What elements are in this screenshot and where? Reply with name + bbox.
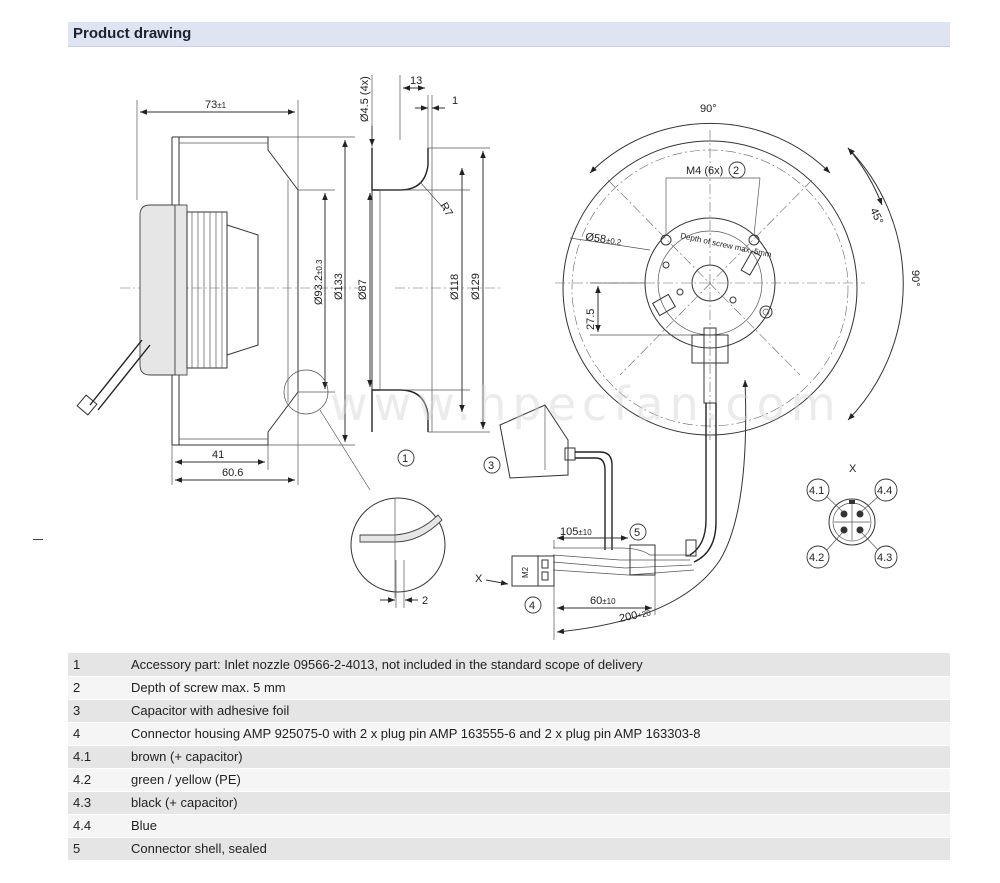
dim-27-5: 27.5 [585, 309, 597, 330]
dim-93-2: Ø93.2±0.3 [313, 259, 325, 305]
dim-118: Ø118 [449, 274, 461, 300]
pin-4-4: 4.4 [877, 485, 892, 497]
dim-133: Ø133 [333, 273, 345, 300]
product-drawing: 73±1 41 60.6 Ø93.2±0.3 Ø133 13 [76, 75, 921, 640]
nozzle-view: 13 1 Ø4.5 (4x) R7 Ø87 Ø118 Ø129 [357, 75, 500, 433]
margin-mark [33, 539, 43, 540]
callout-1: 1 [402, 453, 408, 465]
pin-4-1: 4.1 [809, 485, 824, 497]
detail-view: 2 1 [350, 449, 446, 608]
dim-1: 1 [452, 95, 458, 107]
dim-87: Ø87 [357, 279, 369, 300]
callout-5: 5 [634, 527, 640, 539]
dim-13: 13 [410, 75, 422, 87]
cable-assembly: 3 5 M2 4 X 105±10 60±10 200+20 [475, 379, 749, 640]
dim-60-6: 60.6 [222, 467, 243, 479]
pin-view: X 4.1 4.4 4.2 4.3 [806, 463, 898, 569]
callout-2: 2 [733, 165, 739, 177]
callout-3: 3 [488, 460, 494, 472]
dim-73: 73±1 [205, 99, 227, 111]
dim-41: 41 [212, 449, 224, 461]
dim-129: Ø129 [470, 273, 482, 300]
section-header: Product drawing [68, 22, 950, 47]
side-view: 73±1 41 60.6 Ø93.2±0.3 Ø133 [76, 99, 371, 491]
pin-view-x-label: X [849, 463, 857, 475]
dim-58: Ø58±0.2 [585, 231, 623, 248]
dim-105: 105±10 [560, 526, 592, 538]
dim-2: 2 [422, 595, 428, 607]
dim-200: 200+20 [618, 606, 652, 624]
dim-45: 45° [867, 206, 885, 226]
dim-90-right: 90° [909, 270, 921, 287]
pin-4-2: 4.2 [809, 552, 824, 564]
dim-m4: M4 (6x) [686, 165, 723, 177]
watermark: www.hpecfan.com [330, 377, 842, 431]
dim-4-5: Ø4.5 (4x) [359, 76, 371, 122]
front-view: Depth of screw max. 5mm 90° 45° 90° M4 (… [555, 103, 921, 563]
plug-label: M2 [521, 566, 530, 578]
dim-60: 60±10 [590, 595, 616, 607]
section-title: Product drawing [73, 25, 192, 42]
view-x-label: X [475, 573, 483, 585]
pin-4-3: 4.3 [877, 552, 892, 564]
callout-4: 4 [529, 600, 535, 612]
dim-r7: R7 [437, 201, 454, 219]
dim-90-top: 90° [700, 103, 717, 115]
depth-label: Depth of screw max. 5mm [680, 231, 773, 259]
